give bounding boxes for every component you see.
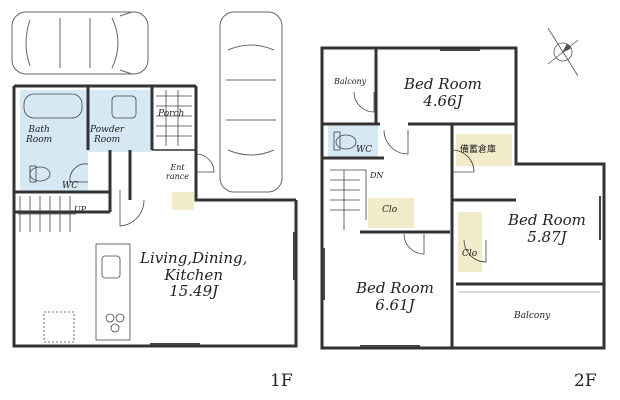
bath-room-label: Bath Room <box>26 125 53 145</box>
stove-icon <box>105 313 125 333</box>
door-swing-icon <box>353 91 375 113</box>
door-swing-icon <box>463 239 487 263</box>
door-swing-icon <box>69 163 89 183</box>
stair-dn-label: DN <box>370 171 384 180</box>
entrance-label: Ent rance <box>166 163 189 181</box>
door-swing-icon <box>451 149 475 173</box>
closet-1 <box>368 198 414 228</box>
closet-2-label: Clo <box>462 249 478 259</box>
entrance-closet <box>172 192 194 210</box>
balcony-bottom-label: Balcony <box>514 311 551 321</box>
bath-room <box>20 90 88 152</box>
car-icon <box>219 11 283 193</box>
wc-2f-label: WC <box>356 145 373 155</box>
closet-2 <box>458 212 482 272</box>
ldk-label: Living,Dining, Kitchen 15.49J <box>140 249 248 300</box>
door-swing-icon <box>119 190 145 227</box>
sink-icon <box>111 95 137 119</box>
compass-icon <box>547 27 579 77</box>
bed-room-2-label: Bed Room 5.87J <box>508 211 586 246</box>
floor1-details <box>18 90 295 345</box>
stair-icon <box>18 196 76 232</box>
fridge-space <box>43 311 75 343</box>
stair-up-label: UP <box>74 205 87 214</box>
wc-1f <box>20 152 88 192</box>
storage-label: 備蓄倉庫 <box>460 145 497 155</box>
door-swing-icon <box>403 233 425 255</box>
floor2-walls <box>320 46 606 350</box>
wc-1f-label: WC <box>62 181 79 191</box>
storage-room <box>456 134 512 166</box>
kitchen-counter <box>95 243 131 341</box>
door-swing-icon <box>195 153 215 173</box>
car-icon <box>11 11 149 75</box>
stair-icon <box>330 169 367 230</box>
floor1-walls <box>12 84 298 348</box>
balcony-top-label: Balcony <box>334 77 367 86</box>
floor-1f-label: 1F <box>270 371 293 391</box>
bed-room-3-label: Bed Room 6.61J <box>356 279 434 314</box>
sink-icon <box>101 255 121 279</box>
bathtub-icon <box>23 93 83 119</box>
powder-room <box>88 90 152 152</box>
porch-label: Porch <box>158 109 185 119</box>
bed-room-1-label: Bed Room 4.66J <box>404 75 482 110</box>
powder-room-label: Powder Room <box>90 125 125 145</box>
closet-1-label: Clo <box>382 205 398 215</box>
floor-2f-label: 2F <box>574 371 597 391</box>
toilet-icon <box>335 134 357 150</box>
door-swing-icon <box>383 129 409 155</box>
porch-tiles <box>156 90 192 146</box>
floor2-details <box>323 49 601 347</box>
